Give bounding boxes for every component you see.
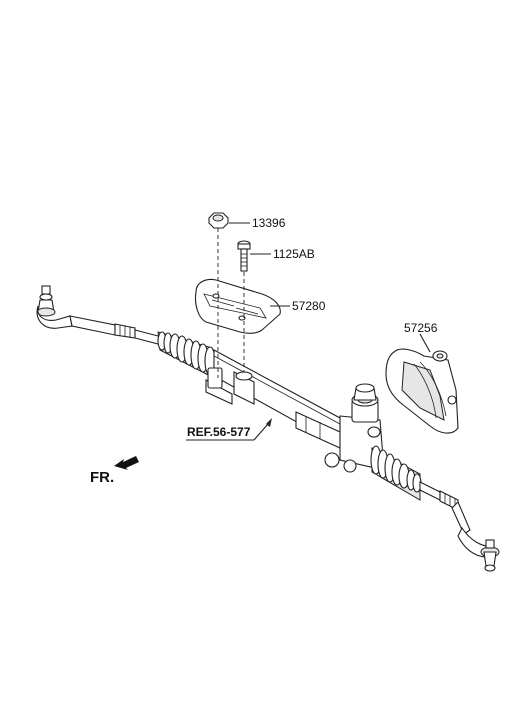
front-label: FR. xyxy=(90,469,114,486)
front-direction-indicator: FR. xyxy=(90,456,139,486)
bracket-57280 xyxy=(194,278,281,334)
bolt-1125AB xyxy=(237,240,251,272)
cover-57256 xyxy=(385,348,459,434)
right-tie-rod-end xyxy=(457,526,500,572)
right-bellows-boot xyxy=(370,445,422,501)
front-arrow-icon xyxy=(114,456,139,470)
label-bracket-57280: 57280 xyxy=(292,299,326,313)
right-tie-rod xyxy=(419,481,471,535)
nut-13396 xyxy=(208,212,229,229)
left-bellows-boot xyxy=(157,331,216,379)
leader-lines xyxy=(186,222,431,441)
left-tie-rod-end xyxy=(36,285,73,329)
label-nut-13396: 13396 xyxy=(252,216,286,230)
label-bolt-1125AB: 1125AB xyxy=(273,247,315,261)
left-tie-rod xyxy=(69,315,163,346)
reference-label: REF.56-577 xyxy=(187,425,251,439)
label-cover-57256: 57256 xyxy=(404,321,438,335)
assembly-lines xyxy=(217,228,245,378)
rack-housing xyxy=(205,349,341,449)
